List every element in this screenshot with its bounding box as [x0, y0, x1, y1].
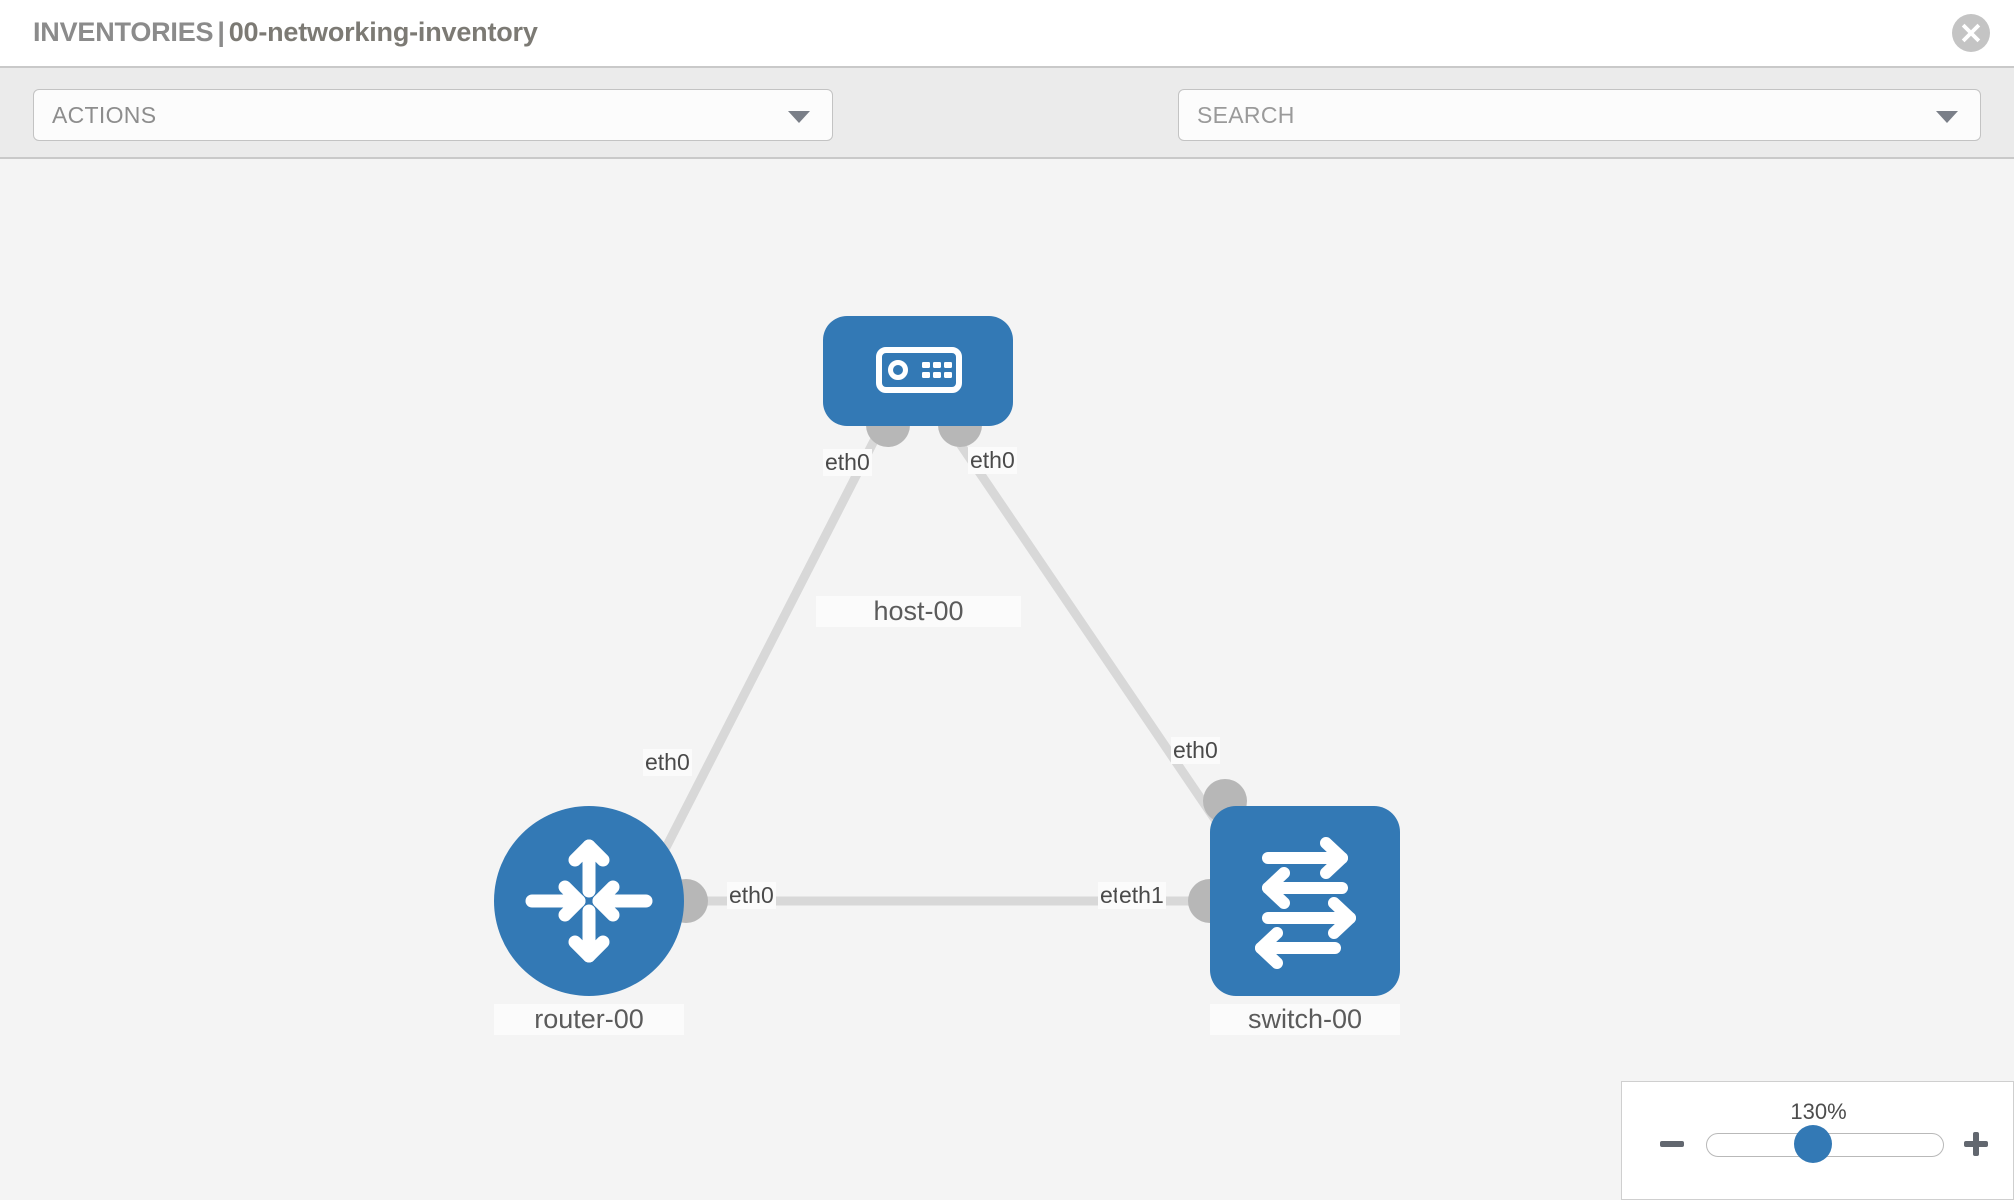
node-label-router-00: router-00: [494, 1004, 684, 1035]
link-host-switch: [946, 426, 1239, 852]
breadcrumb-separator: |: [217, 17, 225, 47]
iface-label-router-right: eth0: [727, 882, 776, 909]
router-arrows-icon: [525, 839, 653, 963]
search-chevron-down-icon[interactable]: [1936, 111, 1958, 123]
iface-label-switch-up: eth0: [1171, 737, 1220, 764]
host-node-shape: [823, 316, 1013, 426]
titlebar: INVENTORIES|00-networking-inventory: [0, 0, 2014, 68]
switch-node-shape: [1210, 806, 1400, 996]
page-title: INVENTORIES|00-networking-inventory: [33, 17, 538, 48]
router-node-shape: [494, 806, 684, 996]
close-icon[interactable]: [1952, 14, 1990, 52]
breadcrumb-inventory-name: 00-networking-inventory: [228, 17, 538, 47]
switch-arrows-icon: [1255, 837, 1356, 969]
actions-dropdown[interactable]: ACTIONS: [33, 89, 833, 141]
zoom-level-value: 130%: [1790, 1099, 1847, 1124]
iface-label-host-right: eth0: [968, 447, 1017, 474]
chevron-down-icon: [788, 111, 810, 123]
server-appliance-icon: [876, 347, 962, 393]
search-input[interactable]: SEARCH: [1178, 89, 1981, 141]
link-host-router: [650, 426, 885, 872]
zoom-control-panel: 130%: [1621, 1081, 2014, 1200]
node-host-00[interactable]: host-00: [816, 316, 1021, 627]
zoom-slider-thumb[interactable]: [1794, 1125, 1832, 1163]
plus-icon[interactable]: [1962, 1130, 1990, 1163]
node-label-host-00: host-00: [816, 596, 1021, 627]
actions-dropdown-label: ACTIONS: [52, 102, 157, 128]
breadcrumb-section: INVENTORIES: [33, 17, 214, 47]
iface-label-host-left: eth0: [823, 449, 872, 476]
search-placeholder: SEARCH: [1197, 102, 1295, 128]
minus-icon[interactable]: [1658, 1130, 1686, 1163]
iface-label-switch-left: eth1: [1117, 882, 1166, 909]
node-switch-00[interactable]: switch-00: [1210, 806, 1400, 1035]
iface-label-router-up: eth0: [643, 749, 692, 776]
topology-canvas[interactable]: host-00: [0, 159, 2014, 1200]
node-router-00[interactable]: router-00: [494, 806, 684, 1035]
toolbar: ACTIONS SEARCH: [0, 68, 2014, 198]
node-label-switch-00: switch-00: [1210, 1004, 1400, 1035]
